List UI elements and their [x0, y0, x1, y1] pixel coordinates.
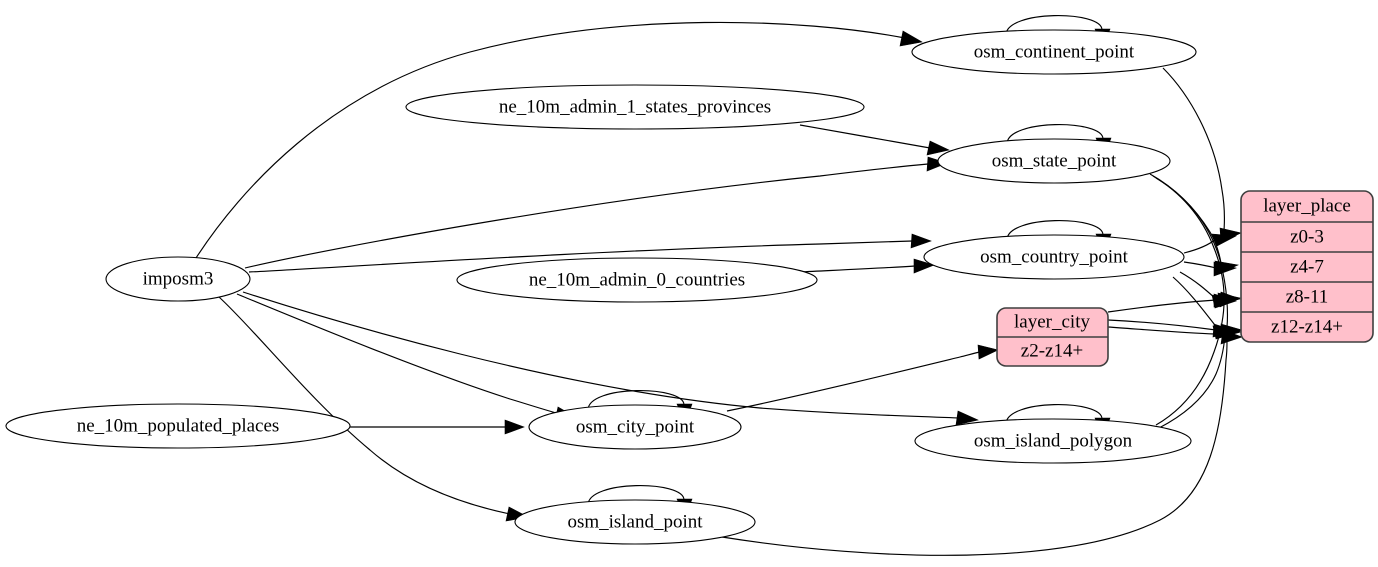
node-label-osm_country_point: osm_country_point — [980, 246, 1128, 267]
edge-osm_country_point-to-layer_place-z0-3 — [1183, 233, 1238, 254]
edge-layer_city-to-layer_place-extra — [1107, 326, 1216, 335]
node-label-ne_10m_admin_0_countries: ne_10m_admin_0_countries — [529, 269, 745, 290]
edge-osm_country_point-to-layer_place-z4-7 — [1183, 261, 1237, 277]
edge-ne_10m_populated_places-to-osm_city_point — [350, 419, 525, 435]
node-ne_10m_admin_0_countries[interactable]: ne_10m_admin_0_countries — [456, 257, 818, 303]
node-osm_city_point[interactable]: osm_city_point — [528, 404, 742, 450]
node-label-osm_continent_point: osm_continent_point — [974, 41, 1135, 62]
record-node-layer_place[interactable]: layer_place z0-3 z4-7 z8-11 z12-z14+ — [1240, 190, 1374, 343]
record-row-layer_place-z12-z14[interactable]: z12-z14+ — [1271, 316, 1343, 337]
record-row-layer_place-z8-11[interactable]: z8-11 — [1286, 286, 1329, 307]
edge-osm_state_point-to-layer_place-z8-11 — [1152, 175, 1241, 308]
edge-ne_10m_admin_0_countries-to-osm_country_point — [799, 258, 935, 274]
node-ne_10m_populated_places[interactable]: ne_10m_populated_places — [5, 403, 351, 449]
node-label-imposm3: imposm3 — [143, 268, 214, 289]
edge-osm_city_point-to-layer_city-z2-z14 — [726, 344, 999, 412]
edge-imposm3-to-osm_continent_point — [195, 21, 923, 259]
record-row-layer_city-z2-z14[interactable]: z2-z14+ — [1021, 340, 1083, 361]
edge-osm_island_polygon-to-layer_place-z8-11 — [1155, 291, 1241, 426]
edge-imposm3-to-osm_state_point — [244, 156, 948, 269]
node-osm_continent_point[interactable]: osm_continent_point — [911, 29, 1197, 75]
record-row-layer_place-z4-7[interactable]: z4-7 — [1290, 256, 1324, 277]
node-label-osm_city_point: osm_city_point — [576, 416, 695, 437]
edge-imposm3-to-osm_country_point — [248, 233, 932, 273]
edge-osm_continent_point-to-layer_place-z0-3 — [1162, 67, 1242, 243]
node-ne_10m_admin_1_states_provinces[interactable]: ne_10m_admin_1_states_provinces — [405, 84, 865, 130]
node-osm_island_point[interactable]: osm_island_point — [514, 499, 756, 545]
node-label-ne_10m_admin_1_states_provinces: ne_10m_admin_1_states_provinces — [499, 96, 771, 117]
record-row-layer_city-header: layer_city — [1014, 311, 1090, 332]
node-imposm3[interactable]: imposm3 — [105, 256, 251, 302]
node-label-osm_island_polygon: osm_island_polygon — [974, 430, 1133, 451]
record-node-layer: layer_city z2-z14+ layer_place z0-3 z4-7… — [996, 190, 1374, 367]
edge-osm_island_point-to-layer_place-z12-z14+ — [721, 329, 1243, 556]
edge-imposm3-to-osm_city_point — [236, 293, 578, 422]
edge-imposm3-to-osm_island_polygon — [242, 291, 979, 426]
node-layer: imposm3 ne_10m_admin_1_states_provinces … — [5, 29, 1197, 545]
node-label-osm_state_point: osm_state_point — [992, 150, 1117, 171]
record-row-layer_place-z0-3[interactable]: z0-3 — [1290, 226, 1324, 247]
node-osm_state_point[interactable]: osm_state_point — [937, 138, 1171, 184]
node-label-ne_10m_populated_places: ne_10m_populated_places — [77, 415, 280, 436]
node-osm_island_polygon[interactable]: osm_island_polygon — [914, 418, 1192, 464]
node-label-osm_island_point: osm_island_point — [567, 511, 703, 532]
record-node-layer_city[interactable]: layer_city z2-z14+ — [996, 307, 1109, 367]
edge-layer_city-to-layer_place-z8-11 — [1107, 293, 1238, 313]
edge-ne_10m_admin_1_states_provinces-to-osm_state_point — [799, 124, 950, 156]
node-osm_country_point[interactable]: osm_country_point — [923, 234, 1185, 280]
record-row-layer_place-header: layer_place — [1263, 195, 1351, 216]
